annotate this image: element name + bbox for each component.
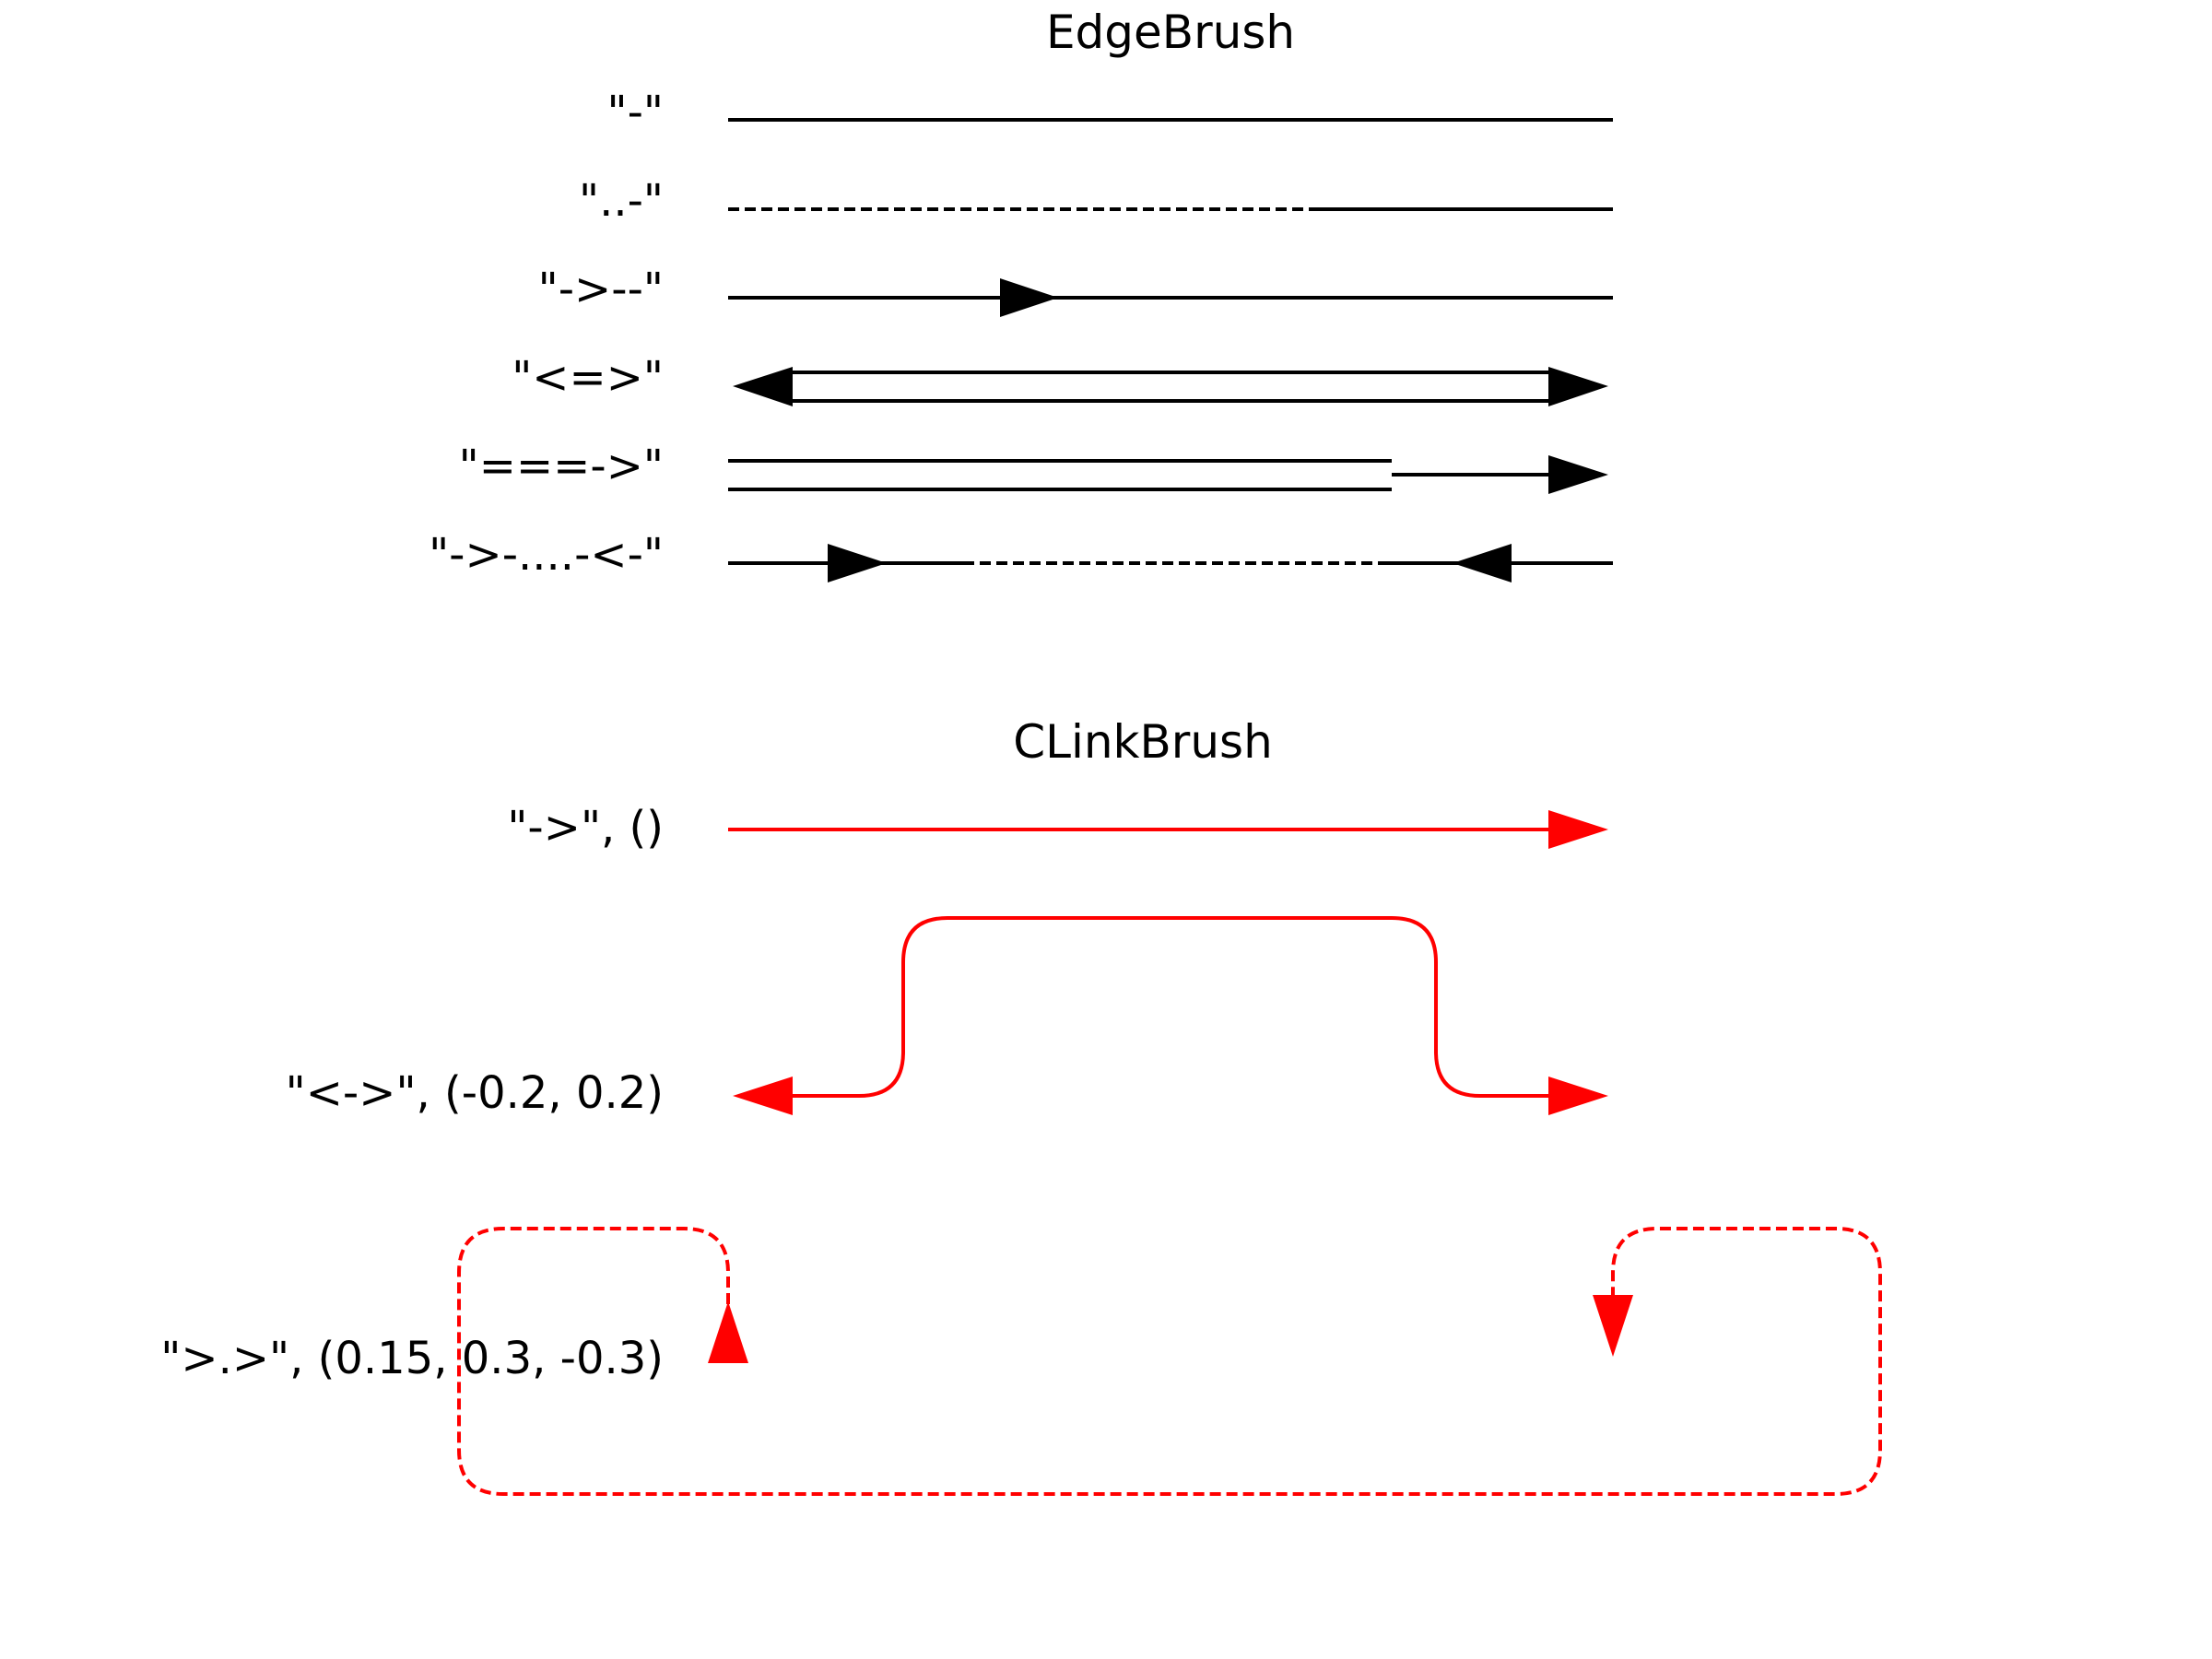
edge-row-1-label: "-": [607, 87, 664, 138]
edge-row-3-label: "->--": [538, 264, 664, 315]
edge-row-5-label: "===->": [459, 441, 664, 492]
edge-row-5-arrowhead: [1548, 455, 1608, 494]
edge-row-4-left-arrowhead: [733, 367, 793, 406]
edge-row-2-label: "..-": [579, 175, 664, 227]
clink-row-1-label: "->", (): [507, 802, 664, 853]
clink-row-3-label: ">.>", (0.15, 0.3, -0.3): [160, 1333, 664, 1384]
edge-row-4-label: "<=>": [512, 352, 664, 404]
clink-row-2-right-arrowhead: [1548, 1077, 1608, 1115]
edge-row-6-backward-arrowhead: [1453, 544, 1512, 582]
edge-row-6-forward-arrowhead: [828, 544, 887, 582]
clinkbrush-title: CLinkBrush: [1013, 715, 1273, 769]
clink-row-2-left-arrowhead: [733, 1077, 793, 1115]
clink-row-3-end-arrowhead: [1593, 1295, 1633, 1357]
clink-row-2-label: "<->", (-0.2, 0.2): [286, 1067, 664, 1119]
edge-row-4-right-arrowhead: [1548, 367, 1608, 406]
edgebrush-title: EdgeBrush: [1046, 6, 1295, 59]
edge-row-3-arrowhead: [1000, 278, 1058, 317]
clink-row-2-path: [791, 916, 1550, 1098]
clink-row-3-dashed-path: [457, 1227, 1882, 1496]
clink-row-3-start-arrowhead: [708, 1301, 748, 1363]
edge-row-6-label: "->-....-<-": [429, 529, 664, 581]
clink-row-1-arrowhead: [1548, 810, 1608, 849]
